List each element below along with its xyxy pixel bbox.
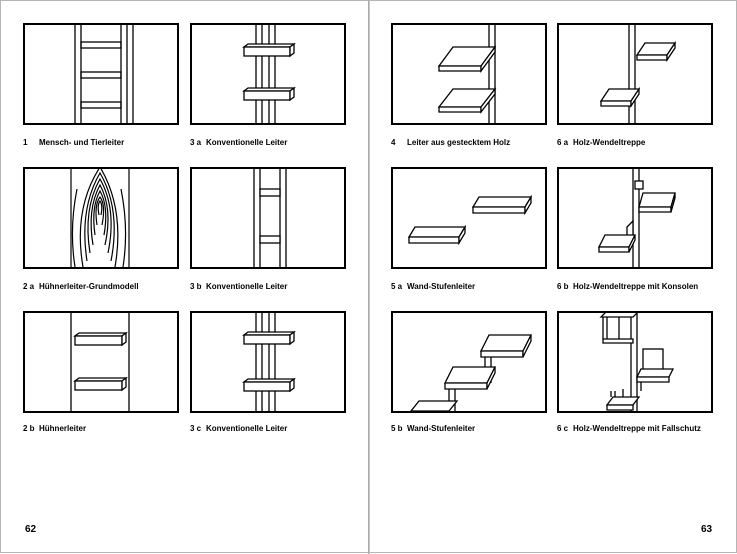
figure-3a-illustration [190, 23, 346, 125]
figure-label: Leiter aus gestecktem Holz [407, 138, 511, 147]
figure-4-caption: 4 Leiter aus gestecktem Holz [391, 138, 510, 148]
figure-2a-caption: 2 a Hühnerleiter-Grundmodell [23, 282, 139, 292]
figure-label: Konventionelle Leiter [206, 424, 288, 433]
figure-3c-caption: 3 c Konventionelle Leiter [190, 424, 287, 434]
figure-label: Konventionelle Leiter [206, 138, 288, 147]
figure-1-illustration [23, 23, 179, 125]
figure-label: Holz-Wendeltreppe mit Fallschutz [573, 424, 701, 433]
figure-5b-illustration [391, 311, 547, 413]
figure-number: 2 b [23, 424, 35, 433]
figure-2b-caption: 2 b Hühnerleiter [23, 424, 86, 434]
figure-label: Konventionelle Leiter [206, 282, 288, 291]
figure-number: 1 [23, 138, 28, 147]
figure-label: Wand-Stufenleiter [407, 424, 476, 433]
figure-2b-illustration [23, 311, 179, 413]
figure-label: Holz-Wendeltreppe [573, 138, 646, 147]
figure-4-illustration [391, 23, 547, 125]
figure-2a-illustration [23, 167, 179, 269]
figure-label: Hühnerleiter [39, 424, 87, 433]
figure-label: Holz-Wendeltreppe mit Konsolen [573, 282, 699, 291]
figure-5a-caption: 5 a Wand-Stufenleiter [391, 282, 475, 292]
figure-number: 5 b [391, 424, 403, 433]
figure-number: 2 a [23, 282, 35, 291]
figure-number: 3 a [190, 138, 202, 147]
figure-6b-illustration [557, 167, 713, 269]
figure-6a-caption: 6 a Holz-Wendeltreppe [557, 138, 645, 148]
figure-3c-illustration [190, 311, 346, 413]
figure-label: Wand-Stufenleiter [407, 282, 476, 291]
page-number-left: 62 [25, 524, 37, 535]
figure-label: Hühnerleiter-Grundmodell [39, 282, 139, 291]
figure-3b-illustration [190, 167, 346, 269]
figure-number: 6 a [557, 138, 569, 147]
figure-number: 4 [391, 138, 396, 147]
figure-3b-caption: 3 b Konventionelle Leiter [190, 282, 287, 292]
figure-number: 3 c [190, 424, 202, 433]
figure-6c-illustration [557, 311, 713, 413]
figure-number: 6 c [557, 424, 569, 433]
page-number-right: 63 [701, 524, 713, 535]
figure-number: 3 b [190, 282, 202, 291]
figure-label: Mensch- und Tierleiter [39, 138, 125, 147]
figure-1-caption: 1 Mensch- und Tierleiter [23, 138, 124, 148]
figure-3a-caption: 3 a Konventionelle Leiter [190, 138, 287, 148]
figure-5b-caption: 5 b Wand-Stufenleiter [391, 424, 475, 434]
figure-5a-illustration [391, 167, 547, 269]
figure-6a-illustration [557, 23, 713, 125]
book-gutter [368, 1, 370, 554]
figure-6c-caption: 6 c Holz-Wendeltreppe mit Fallschutz [557, 424, 701, 434]
figure-number: 5 a [391, 282, 403, 291]
figure-6b-caption: 6 b Holz-Wendeltreppe mit Konsolen [557, 282, 698, 292]
figure-number: 6 b [557, 282, 569, 291]
